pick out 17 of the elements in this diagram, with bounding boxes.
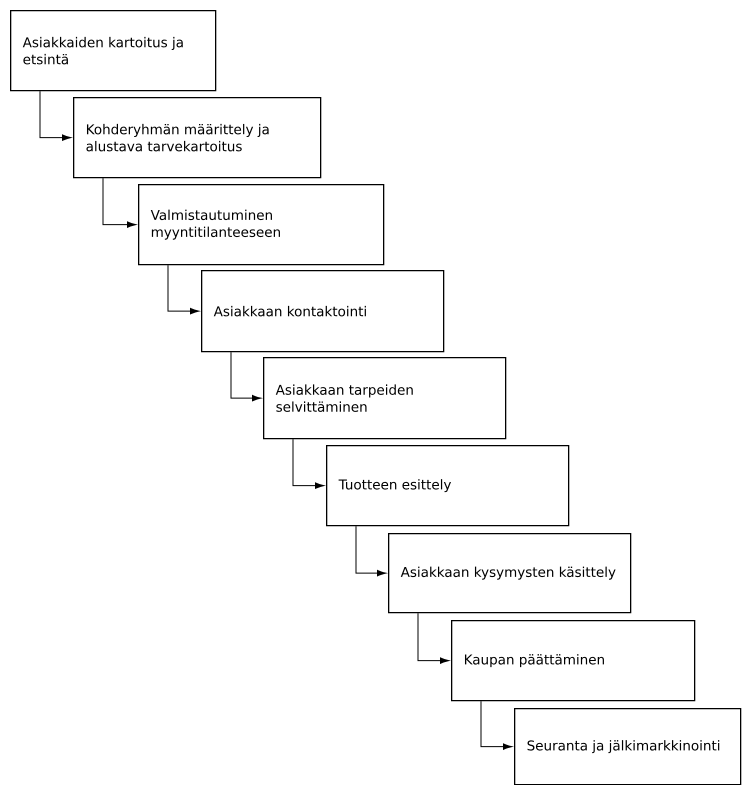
arrow [356,526,386,576]
process-box: Kohderyhmän määrittely ja alustava tarvekartoitus [73,97,322,178]
process-box: Asiakkaan kysymysten käsittely [388,533,632,614]
arrow [230,352,262,402]
arrow [168,264,200,314]
process-box: Asiakkaan tarpeiden selvittäminen [263,357,506,440]
process-box: Kaupan päättäminen [451,620,696,702]
arrow [292,438,324,489]
process-box: Asiakkaan kontaktointi [201,270,444,352]
arrow [418,612,450,664]
process-box: Asiakkaiden kartoitus ja etsintä [10,10,216,92]
arrow [480,700,512,750]
arrow [40,90,72,141]
process-box: Valmistautuminen myyntitilanteeseen [138,184,384,266]
process-box: Tuotteen esittely [326,445,570,526]
process-box: Seuranta ja jälkimarkkinointi [514,708,742,785]
arrow [102,178,136,228]
